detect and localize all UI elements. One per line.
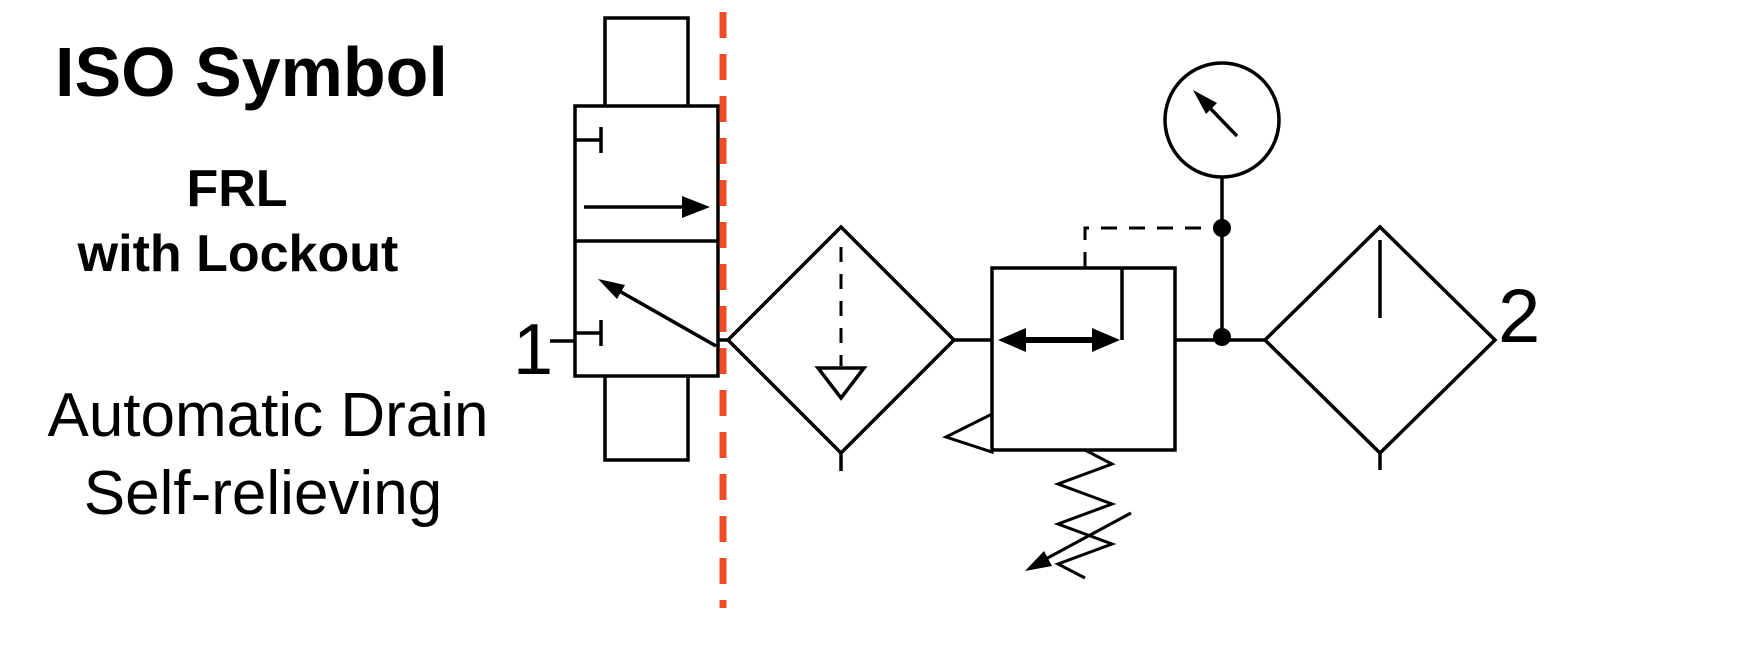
filter-auto-drain-symbol: [718, 224, 992, 471]
regulator-adjustment-arrowhead-icon: [1025, 551, 1052, 571]
heading-with-lockout: with Lockout: [77, 225, 399, 283]
title-block: ISO Symbol FRL with Lockout Automatic Dr…: [47, 33, 488, 528]
regulator-adjustment-arrow-line: [1041, 511, 1132, 563]
note-self-relieving: Self-relieving: [84, 459, 442, 528]
valve-exhaust-path-line: [613, 286, 717, 348]
port-label-2: 2: [1498, 274, 1540, 359]
note-automatic-drain: Automatic Drain: [47, 381, 488, 450]
valve-top-port: [603, 16, 690, 106]
heading-frl: FRL: [186, 160, 287, 218]
pressure-gauge-symbol: [1163, 61, 1281, 346]
regulator-body-outline: [990, 266, 1177, 452]
gauge-needle-line: [1207, 105, 1239, 138]
regulator-arrowhead-right-icon: [1092, 328, 1120, 352]
lockout-valve-symbol: [550, 16, 720, 462]
valve-bottom-port: [603, 376, 690, 462]
page-title: ISO Symbol: [55, 33, 448, 111]
valve-blocked-port-upper-icon: [575, 127, 603, 153]
regulator-spring-icon: [1053, 448, 1117, 580]
filter-auto-drain-triangle-icon: [814, 366, 868, 401]
self-relieving-regulator-symbol: [942, 226, 1210, 580]
lubricator-diamond-outline: [1262, 224, 1498, 456]
regulator-relief-vent-triangle-icon: [942, 411, 994, 455]
gauge-main-junction-dot: [1213, 328, 1231, 346]
valve-exhaust-arrowhead-icon: [598, 279, 625, 299]
regulator-arrowhead-left-icon: [998, 328, 1026, 352]
valve-blocked-port-lower-icon: [575, 320, 603, 346]
gauge-needle-arrowhead-icon: [1193, 90, 1217, 114]
valve-flow-arrowhead-icon: [682, 196, 710, 218]
gauge-pilot-junction-dot: [1213, 219, 1231, 237]
lubricator-symbol: [1262, 224, 1498, 470]
regulator-pilot-dashed-line: [1083, 226, 1210, 268]
port-label-1: 1: [513, 310, 553, 390]
